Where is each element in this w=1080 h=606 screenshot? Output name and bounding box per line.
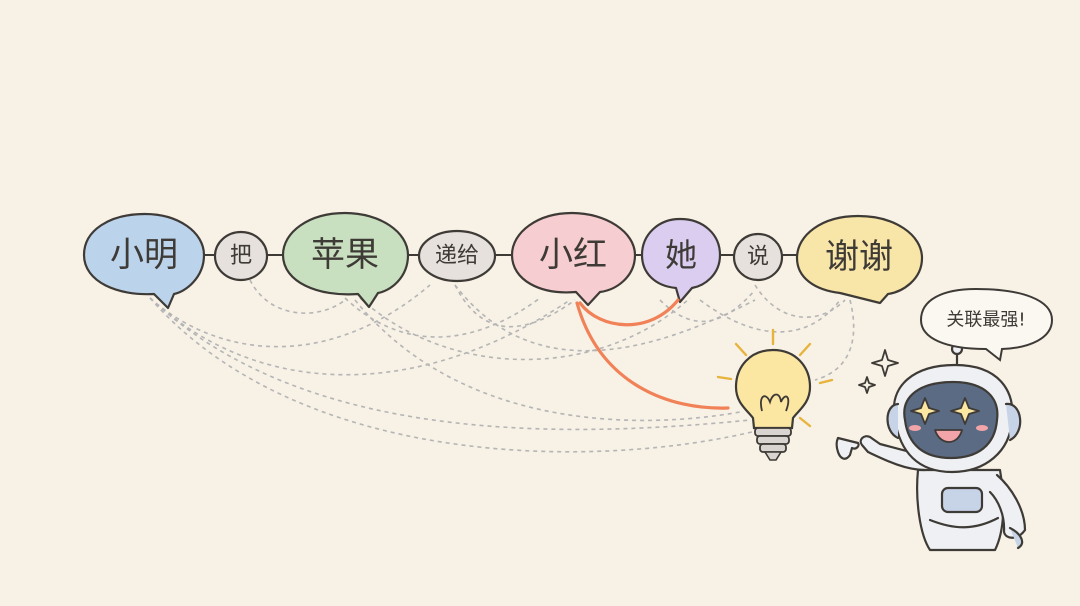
strong-attention-arcs	[575, 298, 730, 410]
attention-arc	[249, 279, 346, 314]
token-bubble-ba	[213, 230, 269, 282]
robot-speech-bubble: 关联最强!	[919, 287, 1054, 362]
token-chain	[82, 211, 924, 310]
attention-arc	[454, 284, 756, 352]
attention-arc	[754, 284, 846, 318]
attention-arc	[149, 297, 751, 431]
token-bubble-digei	[417, 229, 497, 283]
attention-arc	[359, 297, 691, 361]
strong-arc-ta-xiaohong	[578, 298, 680, 327]
token-labels: 小明 把 苹果 递给 小红 她 说 谢谢	[110, 235, 893, 277]
token-label: 谢谢	[825, 237, 893, 277]
attention-arc	[149, 297, 571, 376]
strong-arc-to-bulb	[575, 301, 730, 410]
attention-arc	[149, 297, 761, 453]
token-label: 说	[747, 245, 769, 270]
token-bubble-shuo	[732, 232, 784, 282]
token-label: 小明	[110, 235, 178, 275]
token-bubble-ta	[640, 217, 722, 304]
token-label: 把	[230, 244, 252, 269]
attention-arc	[344, 297, 541, 338]
attention-arc	[699, 299, 841, 333]
token-bubble-xiaoming	[82, 212, 206, 310]
token-label: 小红	[539, 235, 607, 275]
token-bubble-xiexie	[795, 214, 924, 305]
sparkle-icon	[858, 349, 899, 394]
token-label: 苹果	[311, 235, 379, 275]
attention-arcs	[149, 279, 855, 453]
robot-speech-text: 关联最强!	[946, 310, 1025, 331]
attention-arc	[814, 299, 855, 381]
lightbulb-icon	[716, 328, 834, 461]
attention-arc	[659, 289, 756, 323]
attention-arc	[149, 284, 431, 348]
attention-arc	[454, 284, 576, 328]
attention-arc	[354, 299, 741, 422]
token-label: 她	[665, 236, 697, 274]
token-bubble-pingguo	[281, 211, 410, 309]
robot-icon	[835, 342, 1027, 552]
token-bubble-xiaohong	[510, 211, 637, 307]
token-label: 递给	[435, 244, 479, 269]
